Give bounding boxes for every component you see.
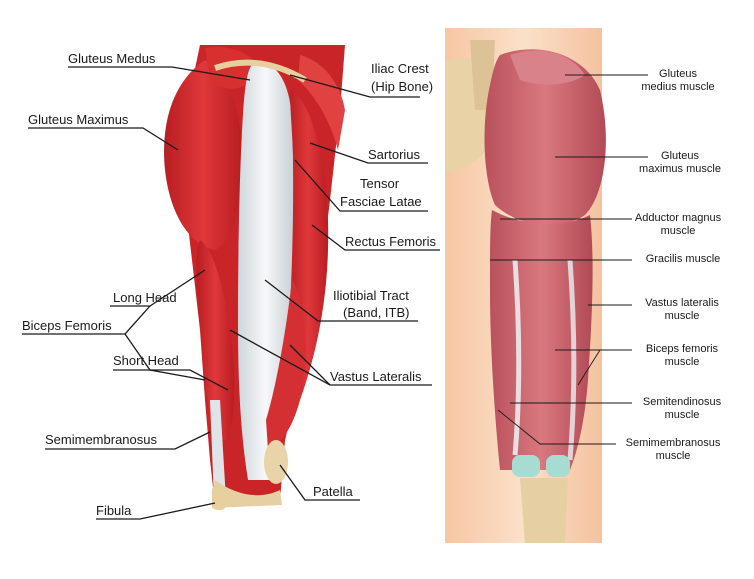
label-semitendinosus: Semitendinosus	[642, 396, 722, 408]
label-vastus-lateralis-muscle: Vastus lateralis	[645, 297, 719, 309]
label-adductor-magnus: Adductor magnus	[634, 212, 722, 224]
label-band-itb: (Band, ITB)	[343, 305, 410, 320]
right-posterior-illustration	[445, 28, 606, 543]
biceps-tendon	[567, 259, 577, 461]
label-rectus-femoris: Rectus Femoris	[345, 234, 437, 249]
label-gluteus-maximus-muscle: Gluteus	[661, 150, 699, 162]
label-gluteus-medius-muscle-2: medius muscle	[641, 81, 715, 94]
label-long-head: Long Head	[113, 290, 177, 305]
label-tensor: Tensor	[360, 176, 400, 191]
label-adductor-magnus-2: muscle	[660, 225, 696, 238]
hamstrings-right	[490, 210, 593, 470]
label-short-head: Short Head	[113, 353, 179, 368]
label-vastus-lateralis-muscle-2: muscle	[664, 310, 700, 323]
left-leader-lines	[22, 66, 440, 520]
label-semimembranosus-muscle: Semimembranosus	[625, 437, 721, 449]
knee-joint	[212, 480, 282, 508]
biceps-femoris-muscle	[196, 240, 235, 440]
fibula-bone	[212, 485, 226, 510]
iliac-crest	[214, 59, 307, 83]
label-iliotibial-tract: Iliotibial Tract	[333, 288, 409, 303]
label-gluteus-medius-muscle: Gluteus	[659, 68, 697, 80]
left-thigh-illustration	[164, 45, 345, 510]
label-gracilis: Gracilis muscle	[645, 253, 721, 265]
right-leader-lines	[490, 74, 648, 445]
label-vastus-lateralis: Vastus Lateralis	[330, 369, 422, 384]
semitendinosus-tendon	[512, 259, 522, 456]
label-fasciae-latae: Fasciae Latae	[340, 194, 422, 209]
label-patella: Patella	[313, 484, 353, 499]
label-gluteus-maximus-muscle-2: maximus muscle	[639, 163, 721, 176]
label-biceps-femoris-muscle-2: muscle	[664, 356, 700, 369]
semimembranosus-tendon	[210, 400, 226, 500]
label-semitendinosus-2: muscle	[664, 409, 700, 422]
label-semimembranosus-muscle-2: muscle	[655, 450, 691, 463]
vastus-lateralis-muscle	[266, 280, 306, 450]
gluteus-medius-right	[510, 50, 585, 85]
label-gluteus-maximus: Gluteus Maximus	[28, 112, 129, 127]
gluteus-maximus-muscle	[164, 60, 243, 250]
sartorius-muscle	[298, 55, 345, 150]
tibia-bone	[520, 478, 568, 543]
label-biceps-femoris-muscle: Biceps femoris	[645, 343, 719, 355]
label-semimembranosus: Semimembranosus	[45, 432, 157, 447]
label-iliac-crest: Iliac Crest	[371, 61, 429, 76]
knee-cartilage-right	[546, 455, 570, 477]
label-fibula: Fibula	[96, 503, 132, 518]
label-hip-bone: (Hip Bone)	[371, 79, 434, 94]
label-biceps-femoris: Biceps Femoris	[22, 318, 112, 333]
label-sartorius: Sartorius	[368, 147, 421, 162]
label-gluteus-medius: Gluteus Medus	[68, 51, 156, 66]
knee-cartilage-left	[512, 455, 540, 477]
gluteus-maximus-right	[484, 49, 606, 226]
patella-bone	[264, 440, 288, 484]
